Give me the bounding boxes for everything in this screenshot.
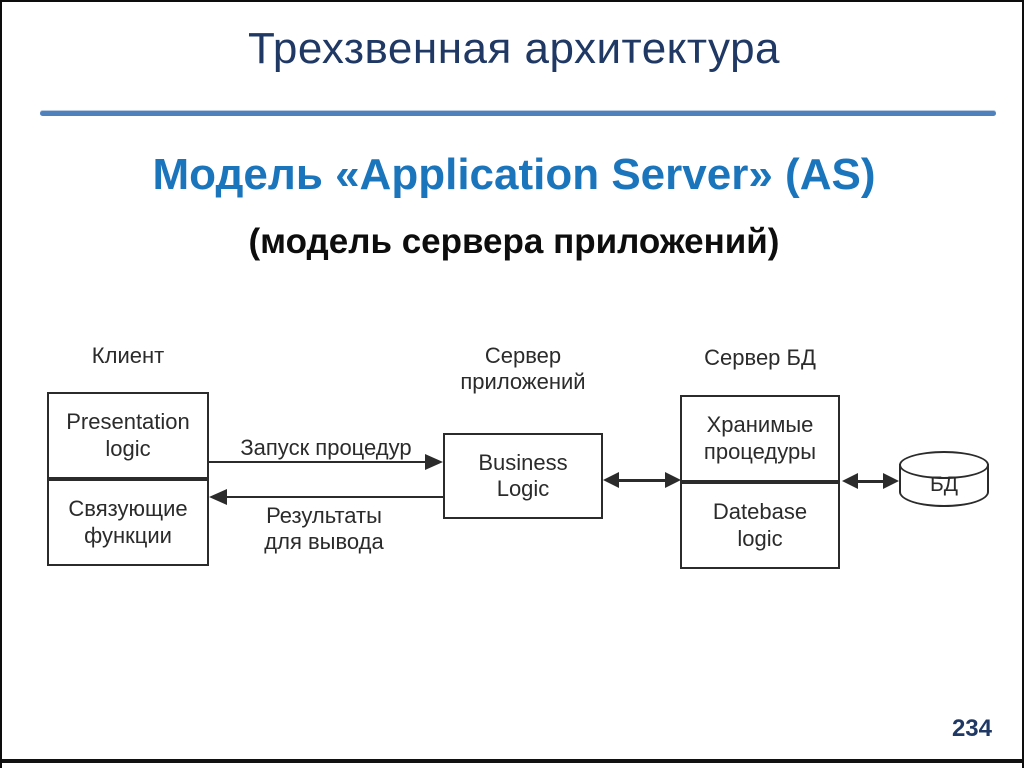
request-arrow-line <box>209 461 427 463</box>
binding-functions-line1: Связующие <box>68 496 188 522</box>
stored-procedures-line2: процедуры <box>703 438 817 464</box>
title-separator-rule <box>40 111 996 116</box>
client-box: Presentation logic Связующие функции <box>47 392 209 566</box>
response-label-line2: для вывода <box>264 529 384 555</box>
business-logic-box: Business Logic <box>443 433 603 519</box>
slide-heading: Модель «Application Server» (AS) <box>152 150 876 199</box>
response-arrowhead-icon <box>209 489 227 505</box>
binding-functions-cell: Связующие функции <box>49 481 207 564</box>
database-cylinder-top-icon <box>899 451 989 479</box>
slide-title: Трехзвенная архитектура <box>247 24 781 73</box>
db-cyl-right-arrowhead-icon <box>883 473 899 489</box>
slide-subheading: (модель сервера приложений) <box>248 222 780 261</box>
app-server-tier-label: Сервер приложений <box>432 343 614 396</box>
app-server-label-line2: приложений <box>460 369 586 395</box>
request-arrow-label: Запуск процедур <box>240 435 412 460</box>
presentation-logic-line1: Presentation <box>66 409 190 435</box>
client-tier-label: Клиент <box>91 343 165 368</box>
presentation-logic-line2: logic <box>105 435 151 461</box>
bl-db-left-arrowhead-icon <box>603 472 619 488</box>
db-server-tier-label: Сервер БД <box>704 345 816 370</box>
db-cyl-left-arrowhead-icon <box>842 473 858 489</box>
database-logic-cell: Datebase logic <box>682 484 838 567</box>
binding-functions-line2: функции <box>84 522 172 548</box>
bottom-border-rule <box>2 759 1022 763</box>
database-logic-line1: Datebase <box>712 499 808 525</box>
bl-db-right-arrowhead-icon <box>665 472 681 488</box>
response-arrow-label: Результаты для вывода <box>219 503 429 556</box>
stored-procedures-line1: Хранимые <box>706 412 814 438</box>
bl-db-arrow-line <box>615 479 669 482</box>
business-logic-line1: Business <box>478 449 568 475</box>
app-server-label-line1: Сервер <box>484 343 562 368</box>
database-label: БД <box>929 473 958 496</box>
presentation-logic-cell: Presentation logic <box>49 394 207 481</box>
page-number: 234 <box>951 715 992 742</box>
response-label-line1: Результаты <box>266 503 382 528</box>
request-arrowhead-icon <box>425 454 443 470</box>
stored-procedures-cell: Хранимые процедуры <box>682 397 838 484</box>
response-arrow-line <box>227 496 443 498</box>
db-cyl-arrow-line <box>854 480 888 483</box>
database-logic-line2: logic <box>737 525 783 551</box>
business-logic-line2: Logic <box>496 476 550 501</box>
db-server-box: Хранимые процедуры Datebase logic <box>680 395 840 569</box>
